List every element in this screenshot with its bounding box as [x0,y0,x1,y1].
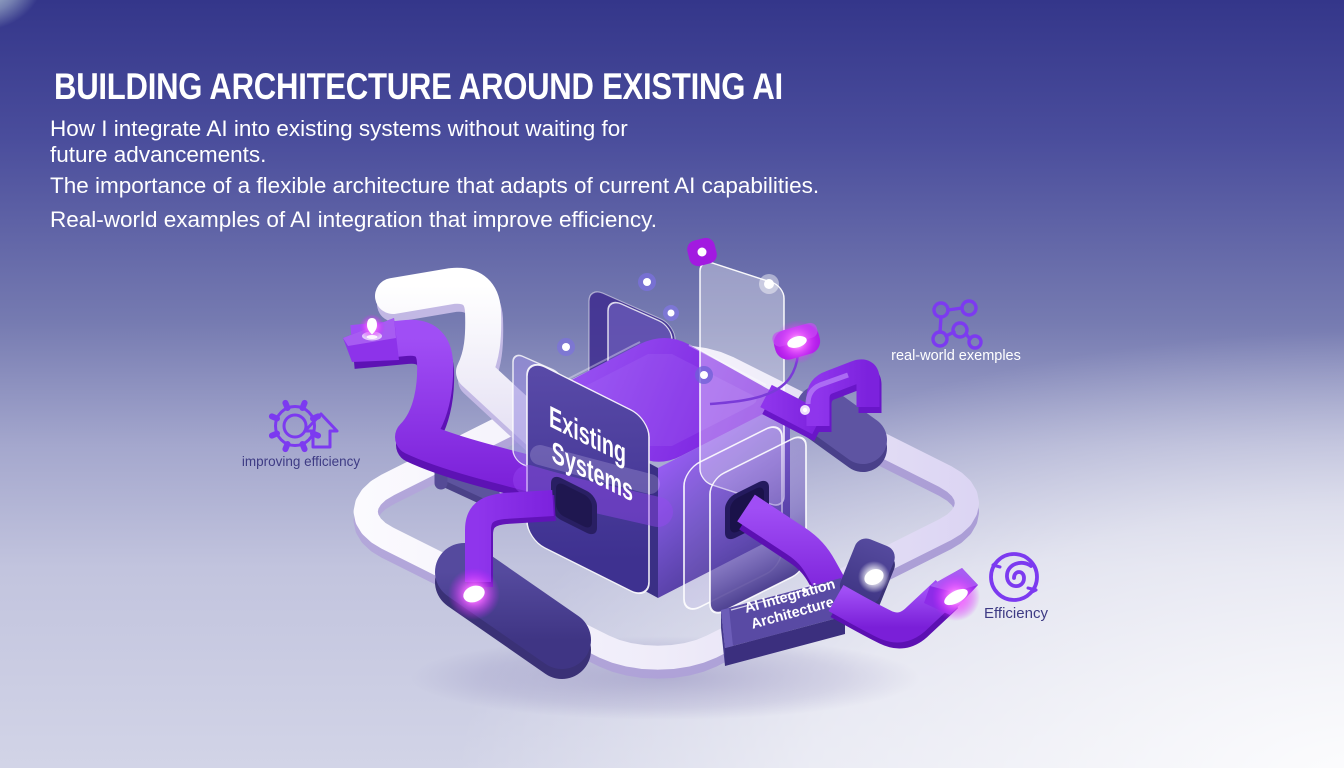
svg-text:Efficiency: Efficiency [984,605,1048,622]
svg-text:improving efficiency: improving efficiency [242,454,361,469]
svg-text:real-world exemples: real-world exemples [891,348,1021,364]
